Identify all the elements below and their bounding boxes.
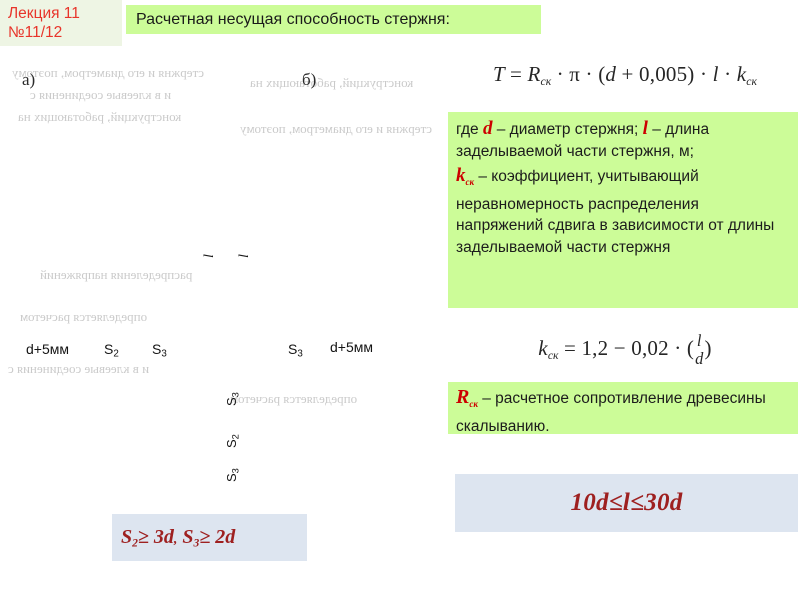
vert-dim-s3-bot: S3 bbox=[224, 468, 240, 482]
spacing-s2-sub: 2 bbox=[132, 536, 138, 550]
dim-label-s3-right-text: S bbox=[288, 341, 298, 357]
formula-equals: = bbox=[509, 62, 522, 87]
spacing-separator: , bbox=[173, 531, 178, 547]
formula-dot: · bbox=[724, 62, 732, 87]
legend-line3-end: – коэффициент, учитывающий bbox=[474, 168, 699, 185]
dim-label-s2-left-text: S bbox=[104, 341, 114, 357]
kformula-body: = 1,2 − 0,02 · ( bbox=[563, 335, 695, 360]
ghost-text-line: распределения напряжений bbox=[40, 267, 193, 282]
resistance-line1: – расчетное сопротивление bbox=[477, 390, 683, 407]
legend-paragraph: где d – диаметр стержня; l – длина задел… bbox=[456, 118, 790, 162]
ghost-text-line: конструкций, работающих на bbox=[18, 109, 182, 124]
spacing-s2-val: ≥ 3d bbox=[137, 525, 174, 548]
formula-close-paren: ) · bbox=[687, 62, 708, 87]
legend-line1-end: – длина bbox=[647, 121, 710, 138]
kformula-k-sub: ск bbox=[547, 348, 559, 362]
spacing-s3: S bbox=[182, 525, 194, 548]
spacing-s3-sub: 3 bbox=[193, 536, 200, 550]
formula-R-sub: ск bbox=[540, 74, 552, 88]
formula-T: T bbox=[493, 62, 505, 87]
legend-paragraph-k: kск – коэффициент, учитывающий неравноме… bbox=[456, 165, 790, 258]
formula-d: d bbox=[605, 62, 617, 87]
slide-title-box: Расчетная несущая способность стержня: bbox=[126, 5, 541, 34]
vert-dim-s2-mid: S2 bbox=[224, 434, 240, 448]
legend-pre: где bbox=[456, 121, 483, 138]
page-title: Расчетная несущая способность стержня: bbox=[136, 10, 450, 28]
vert-dim-s3-top-text: S bbox=[224, 397, 239, 406]
spacing-s3-val: ≥ 2d bbox=[199, 525, 236, 548]
dim-label-s3-left-text: S bbox=[152, 341, 162, 357]
panel-label-b: б) bbox=[302, 70, 317, 89]
length-dimension-left: l bbox=[202, 254, 217, 258]
resistance-var-R-sub: ск bbox=[469, 399, 478, 409]
formula-pi-part: · π · ( bbox=[556, 62, 606, 87]
resistance-var-R: R bbox=[456, 386, 470, 408]
dim-label-s3-left: S3 bbox=[152, 341, 167, 359]
vert-dim-s3-bot-sub: 3 bbox=[230, 468, 241, 474]
lecture-number-box: Лекция 11 №11/12 bbox=[0, 0, 122, 46]
kformula-close: ) bbox=[704, 335, 712, 360]
legend-var-l: l bbox=[642, 118, 648, 139]
kformula-denominator: d bbox=[695, 349, 704, 368]
resistance-block: Rск – расчетное сопротивление древесины … bbox=[448, 382, 798, 437]
dim-label-s3-right-sub: 3 bbox=[297, 348, 303, 360]
vert-dim-s3-top-sub: 3 bbox=[230, 392, 241, 398]
formula-plus-const: + 0,005 bbox=[621, 62, 688, 87]
legend-var-k-sub: ск bbox=[465, 177, 475, 187]
ghost-text-line: конструкций, работающих на bbox=[250, 75, 414, 90]
vert-dim-s2-mid-text: S bbox=[224, 439, 239, 448]
formula-k: k bbox=[736, 62, 747, 87]
legend-block: где d – диаметр стержня; l – длина задел… bbox=[448, 112, 798, 308]
legend-var-d: d bbox=[482, 118, 493, 139]
ghost-text-line: и в клеевые соединения с bbox=[30, 87, 172, 102]
resistance-paragraph: Rск – расчетное сопротивление древесины … bbox=[456, 386, 790, 437]
dim-label-d5-right-text: d+5мм bbox=[330, 339, 373, 355]
formula-l: l bbox=[712, 62, 719, 87]
range-condition-text: 10d≤l≤30d bbox=[570, 489, 683, 516]
legend-line5: напряжений сдвига в зависимости bbox=[456, 217, 704, 234]
legend-var-k: k bbox=[456, 165, 466, 186]
panel-label-a: а) bbox=[22, 70, 36, 89]
vert-dim-s3-bot-text: S bbox=[224, 473, 239, 482]
technical-drawing: стержня и его диаметром, поэтому и в кле… bbox=[0, 58, 448, 538]
resistance-line2: древесины скалыванию. bbox=[456, 390, 766, 435]
ghost-text-line: стержня и его диаметром, поэтому bbox=[240, 121, 432, 136]
lecture-title-line2: №11/12 bbox=[8, 24, 63, 41]
legend-line7: стержня bbox=[611, 238, 671, 256]
vert-dim-s2-mid-sub: 2 bbox=[230, 434, 241, 440]
kformula-k: k bbox=[538, 335, 548, 360]
kformula-numerator: l bbox=[696, 330, 702, 350]
spacing-s2: S bbox=[121, 525, 133, 548]
spacing-condition-box: S2≥ 3d, S3≥ 2d bbox=[112, 514, 307, 561]
range-condition-box: 10d≤l≤30d bbox=[455, 474, 798, 532]
dim-label-d5-right: d+5мм bbox=[330, 339, 373, 355]
main-formula: T = Rск · π · (d + 0,005) · l · kск bbox=[455, 52, 795, 98]
length-dimension-right: l bbox=[237, 254, 252, 258]
formula-R: R bbox=[527, 62, 541, 87]
ghost-text-line: и в клеевые соединения с bbox=[8, 361, 150, 376]
dim-label-s3-right: S3 bbox=[288, 341, 303, 359]
formula-k-sub: ск bbox=[746, 74, 757, 88]
legend-line2: заделываемой части стержня, м; bbox=[456, 142, 694, 160]
main-formula-expression: T = Rск · π · (d + 0,005) · l · kск bbox=[493, 62, 757, 88]
dim-label-d5-left-text: d+5мм bbox=[26, 341, 69, 357]
legend-line4: неравномерность распределения bbox=[456, 195, 699, 213]
ghost-text-line: стержня и его диаметром, поэтому bbox=[12, 65, 204, 80]
spacing-condition-text: S2≥ 3d, S3≥ 2d bbox=[121, 526, 235, 549]
ghost-text-line: определяется расчетом bbox=[20, 309, 148, 324]
dim-label-d5-left: d+5мм bbox=[26, 341, 69, 357]
drawing-background bbox=[0, 58, 448, 538]
dim-label-s3-left-sub: 3 bbox=[161, 348, 167, 360]
vert-dim-s3-top: S3 bbox=[224, 392, 240, 406]
lecture-title-line1: Лекция 11 bbox=[8, 5, 80, 22]
legend-mid: – диаметр стержня; bbox=[492, 121, 643, 138]
legend-line6: от длины заделываемой части bbox=[456, 217, 775, 256]
ghost-text-line: определяется расчетом bbox=[230, 391, 358, 406]
dim-label-s2-left-sub: 2 bbox=[113, 348, 119, 360]
dim-label-s2-left: S2 bbox=[104, 341, 119, 359]
